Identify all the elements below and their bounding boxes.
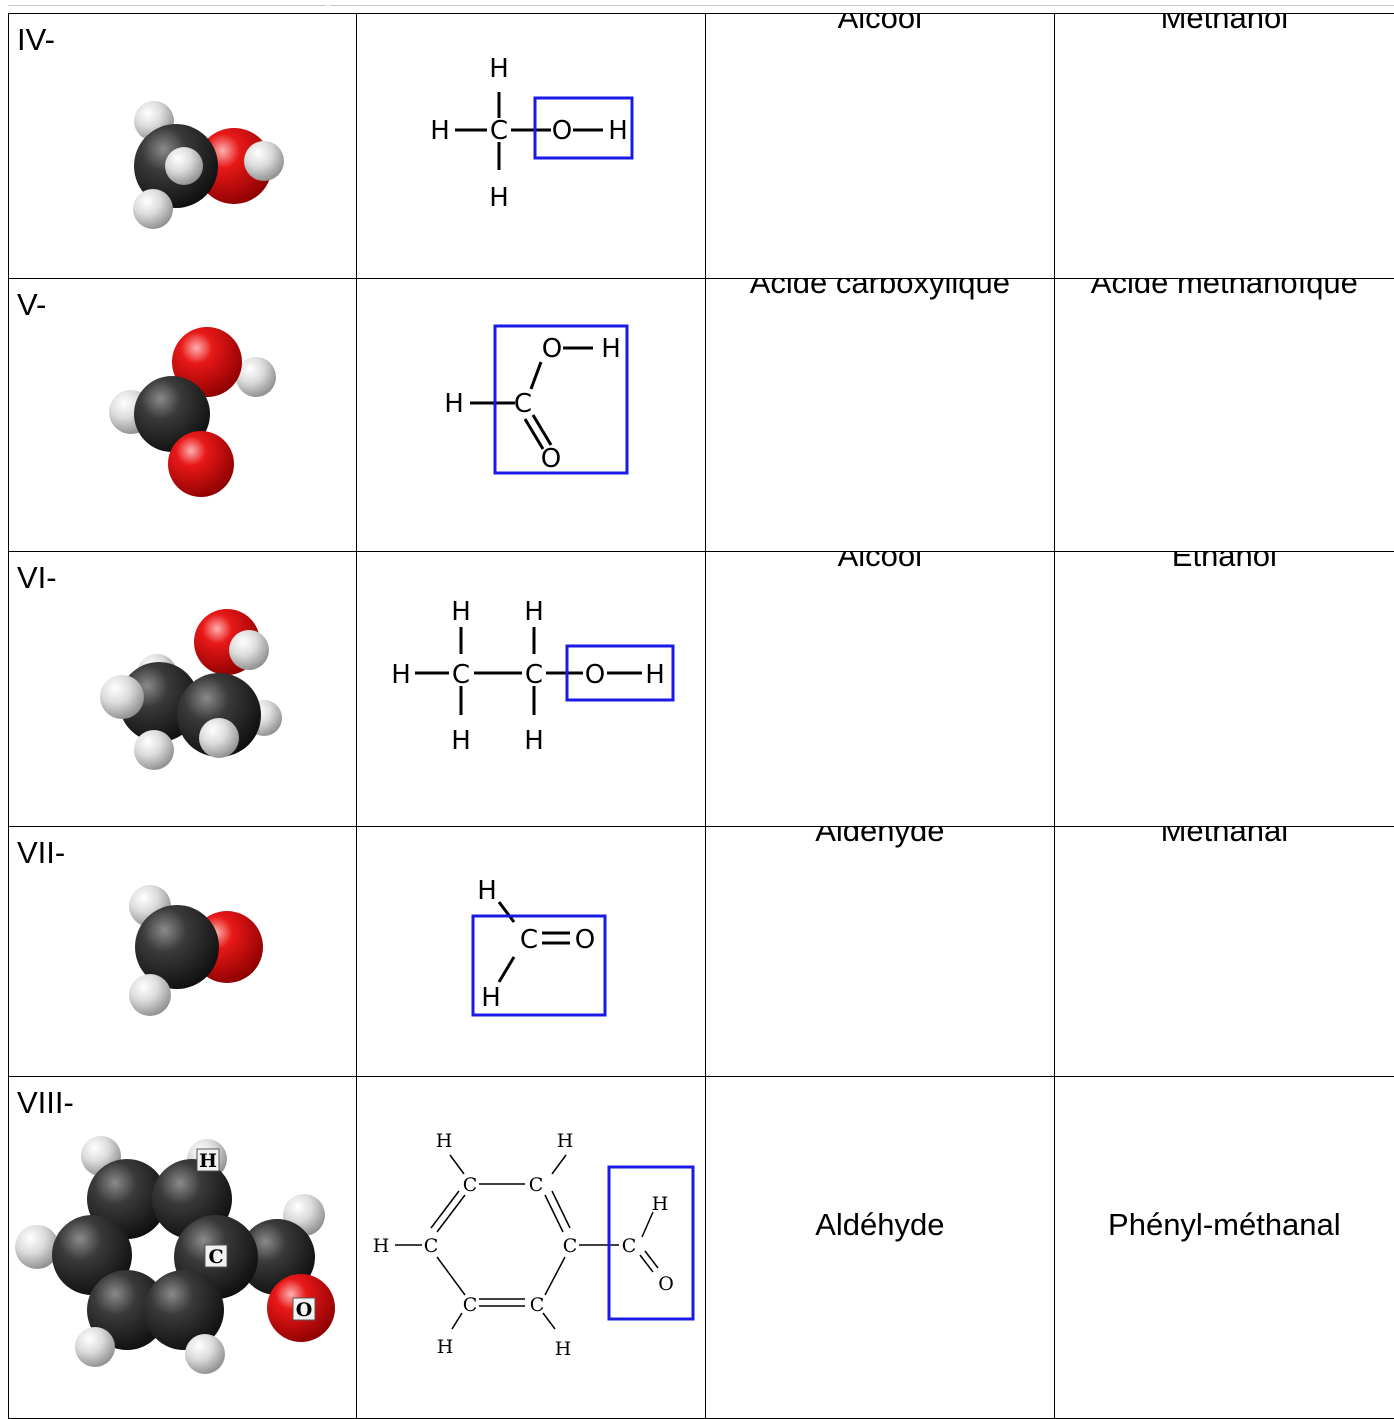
- atom-label: H: [437, 1336, 454, 1358]
- methanoic-acid-3d-model: [109, 327, 276, 497]
- atom-label: C: [514, 389, 532, 419]
- atom-label: H: [452, 597, 472, 627]
- ethanol-3d-model: [100, 609, 282, 770]
- family-label: Alcool: [837, 13, 923, 36]
- model-cell: V-: [7, 278, 358, 552]
- family-label: Acide carboxylique: [749, 278, 1010, 301]
- atom-label: C: [529, 1174, 544, 1196]
- atom-label: H: [557, 1130, 574, 1152]
- functional-group-box: [607, 1165, 695, 1321]
- name-cell: Phényl-méthanal: [1053, 1076, 1394, 1419]
- atom-label: C: [208, 1246, 223, 1268]
- methanal-structural-formula: H C O H: [471, 876, 607, 1017]
- atom-label: H: [609, 116, 629, 146]
- atom-label: H: [555, 1338, 572, 1360]
- atom-label: C: [452, 660, 470, 690]
- atom-label: H: [373, 1235, 390, 1257]
- family-cell: Alcool: [704, 13, 1055, 279]
- molecule-name: Méthanal: [1160, 826, 1289, 849]
- molecule-name: Méthanol: [1160, 13, 1289, 36]
- model-cell: IV-: [7, 13, 358, 279]
- ethanol-structural-formula: H H H C C O H H H: [392, 597, 675, 756]
- model-cell: VII-: [7, 826, 358, 1077]
- atom-label: H: [602, 334, 622, 364]
- name-cell: Acide méthanoïque: [1053, 278, 1394, 552]
- row-number: VII-: [17, 835, 66, 870]
- top-rule-left: [8, 5, 326, 6]
- atom-label: H: [525, 726, 545, 756]
- atom-label: O: [541, 444, 561, 474]
- formula-cell: H H H C C O H H H: [356, 551, 706, 827]
- row-number: V-: [17, 287, 47, 322]
- row-number: VIII-: [17, 1085, 74, 1120]
- molecules-table: IV- H C H H O H: [7, 13, 1394, 1419]
- atom-label: O: [575, 925, 595, 955]
- molecule-name: Éthanol: [1171, 551, 1277, 574]
- row-number: IV-: [17, 22, 55, 57]
- formula-cell: H C O H O: [356, 278, 706, 552]
- molecule-name: Acide méthanoïque: [1090, 278, 1358, 301]
- atom-label: H: [490, 183, 510, 213]
- family-label: Alcool: [837, 551, 923, 574]
- atom-label: C: [424, 1235, 439, 1257]
- top-rule-right: [330, 5, 1394, 6]
- atom-label: H: [445, 389, 465, 419]
- table-row-v: V- H C O H O: [7, 278, 1394, 552]
- methanol-3d-model: [133, 101, 284, 229]
- model-cell: VI-: [7, 551, 358, 827]
- atom-label: H: [199, 1150, 217, 1172]
- functional-group-box: [565, 644, 675, 702]
- formula-cell: H H C C H C C C H O C C H H: [356, 1076, 706, 1419]
- atom-label: C: [463, 1294, 478, 1316]
- table-row-viii: VIII- H C O: [7, 1076, 1394, 1419]
- name-cell: Méthanal: [1053, 826, 1394, 1077]
- methanal-3d-model: [129, 885, 263, 1016]
- atom-label: H: [392, 660, 412, 690]
- atom-label: H: [646, 660, 666, 690]
- benzaldehyde-3d-model: H C O: [15, 1136, 335, 1374]
- formula-cell: H C O H: [356, 826, 706, 1077]
- atom-label: H: [478, 876, 498, 906]
- functional-group-box: [533, 96, 634, 160]
- atom-label: O: [552, 116, 572, 146]
- atom-label: H: [431, 116, 451, 146]
- family-cell: Aldéhyde: [704, 1076, 1055, 1419]
- atom-label: C: [520, 925, 538, 955]
- atom-label: H: [452, 726, 472, 756]
- atom-label: H: [490, 54, 510, 84]
- functional-group-box: [493, 324, 629, 475]
- family-label: Aldéhyde: [815, 1207, 945, 1242]
- atom-label: H: [436, 1130, 453, 1152]
- benzaldehyde-structural-formula: H H C C H C C C H O C C H H: [373, 1130, 695, 1360]
- family-cell: Aldéhyde: [704, 826, 1055, 1077]
- functional-group-box: [471, 914, 607, 1017]
- atom-label: H: [482, 983, 502, 1013]
- atom-label: C: [463, 1174, 478, 1196]
- methanol-structural-formula: H C H H O H: [431, 54, 634, 213]
- atom-label: O: [542, 334, 562, 364]
- table-row-iv: IV- H C H H O H: [7, 13, 1394, 279]
- table-row-vi: VI- H H: [7, 551, 1394, 827]
- atom-label: C: [563, 1235, 578, 1257]
- name-cell: Méthanol: [1053, 13, 1394, 279]
- atom-label: O: [296, 1299, 313, 1321]
- atom-label: C: [490, 116, 508, 146]
- family-label: Aldéhyde: [815, 826, 945, 849]
- formula-cell: H C H H O H: [356, 13, 706, 279]
- model-cell: VIII- H C O: [7, 1076, 358, 1419]
- atom-label: C: [622, 1235, 637, 1257]
- atom-label: H: [525, 597, 545, 627]
- atom-label: O: [585, 660, 605, 690]
- atom-label: C: [525, 660, 543, 690]
- name-cell: Éthanol: [1053, 551, 1394, 827]
- atom-label: H: [652, 1193, 669, 1215]
- row-number: VI-: [17, 560, 57, 595]
- table-row-vii: VII- H C O H Aldéhyde: [7, 826, 1394, 1077]
- molecule-name: Phényl-méthanal: [1108, 1207, 1341, 1242]
- atom-label: C: [530, 1294, 545, 1316]
- family-cell: Alcool: [704, 551, 1055, 827]
- atom-label: O: [659, 1273, 675, 1295]
- family-cell: Acide carboxylique: [704, 278, 1055, 552]
- methanoic-acid-structural-formula: H C O H O: [445, 324, 629, 475]
